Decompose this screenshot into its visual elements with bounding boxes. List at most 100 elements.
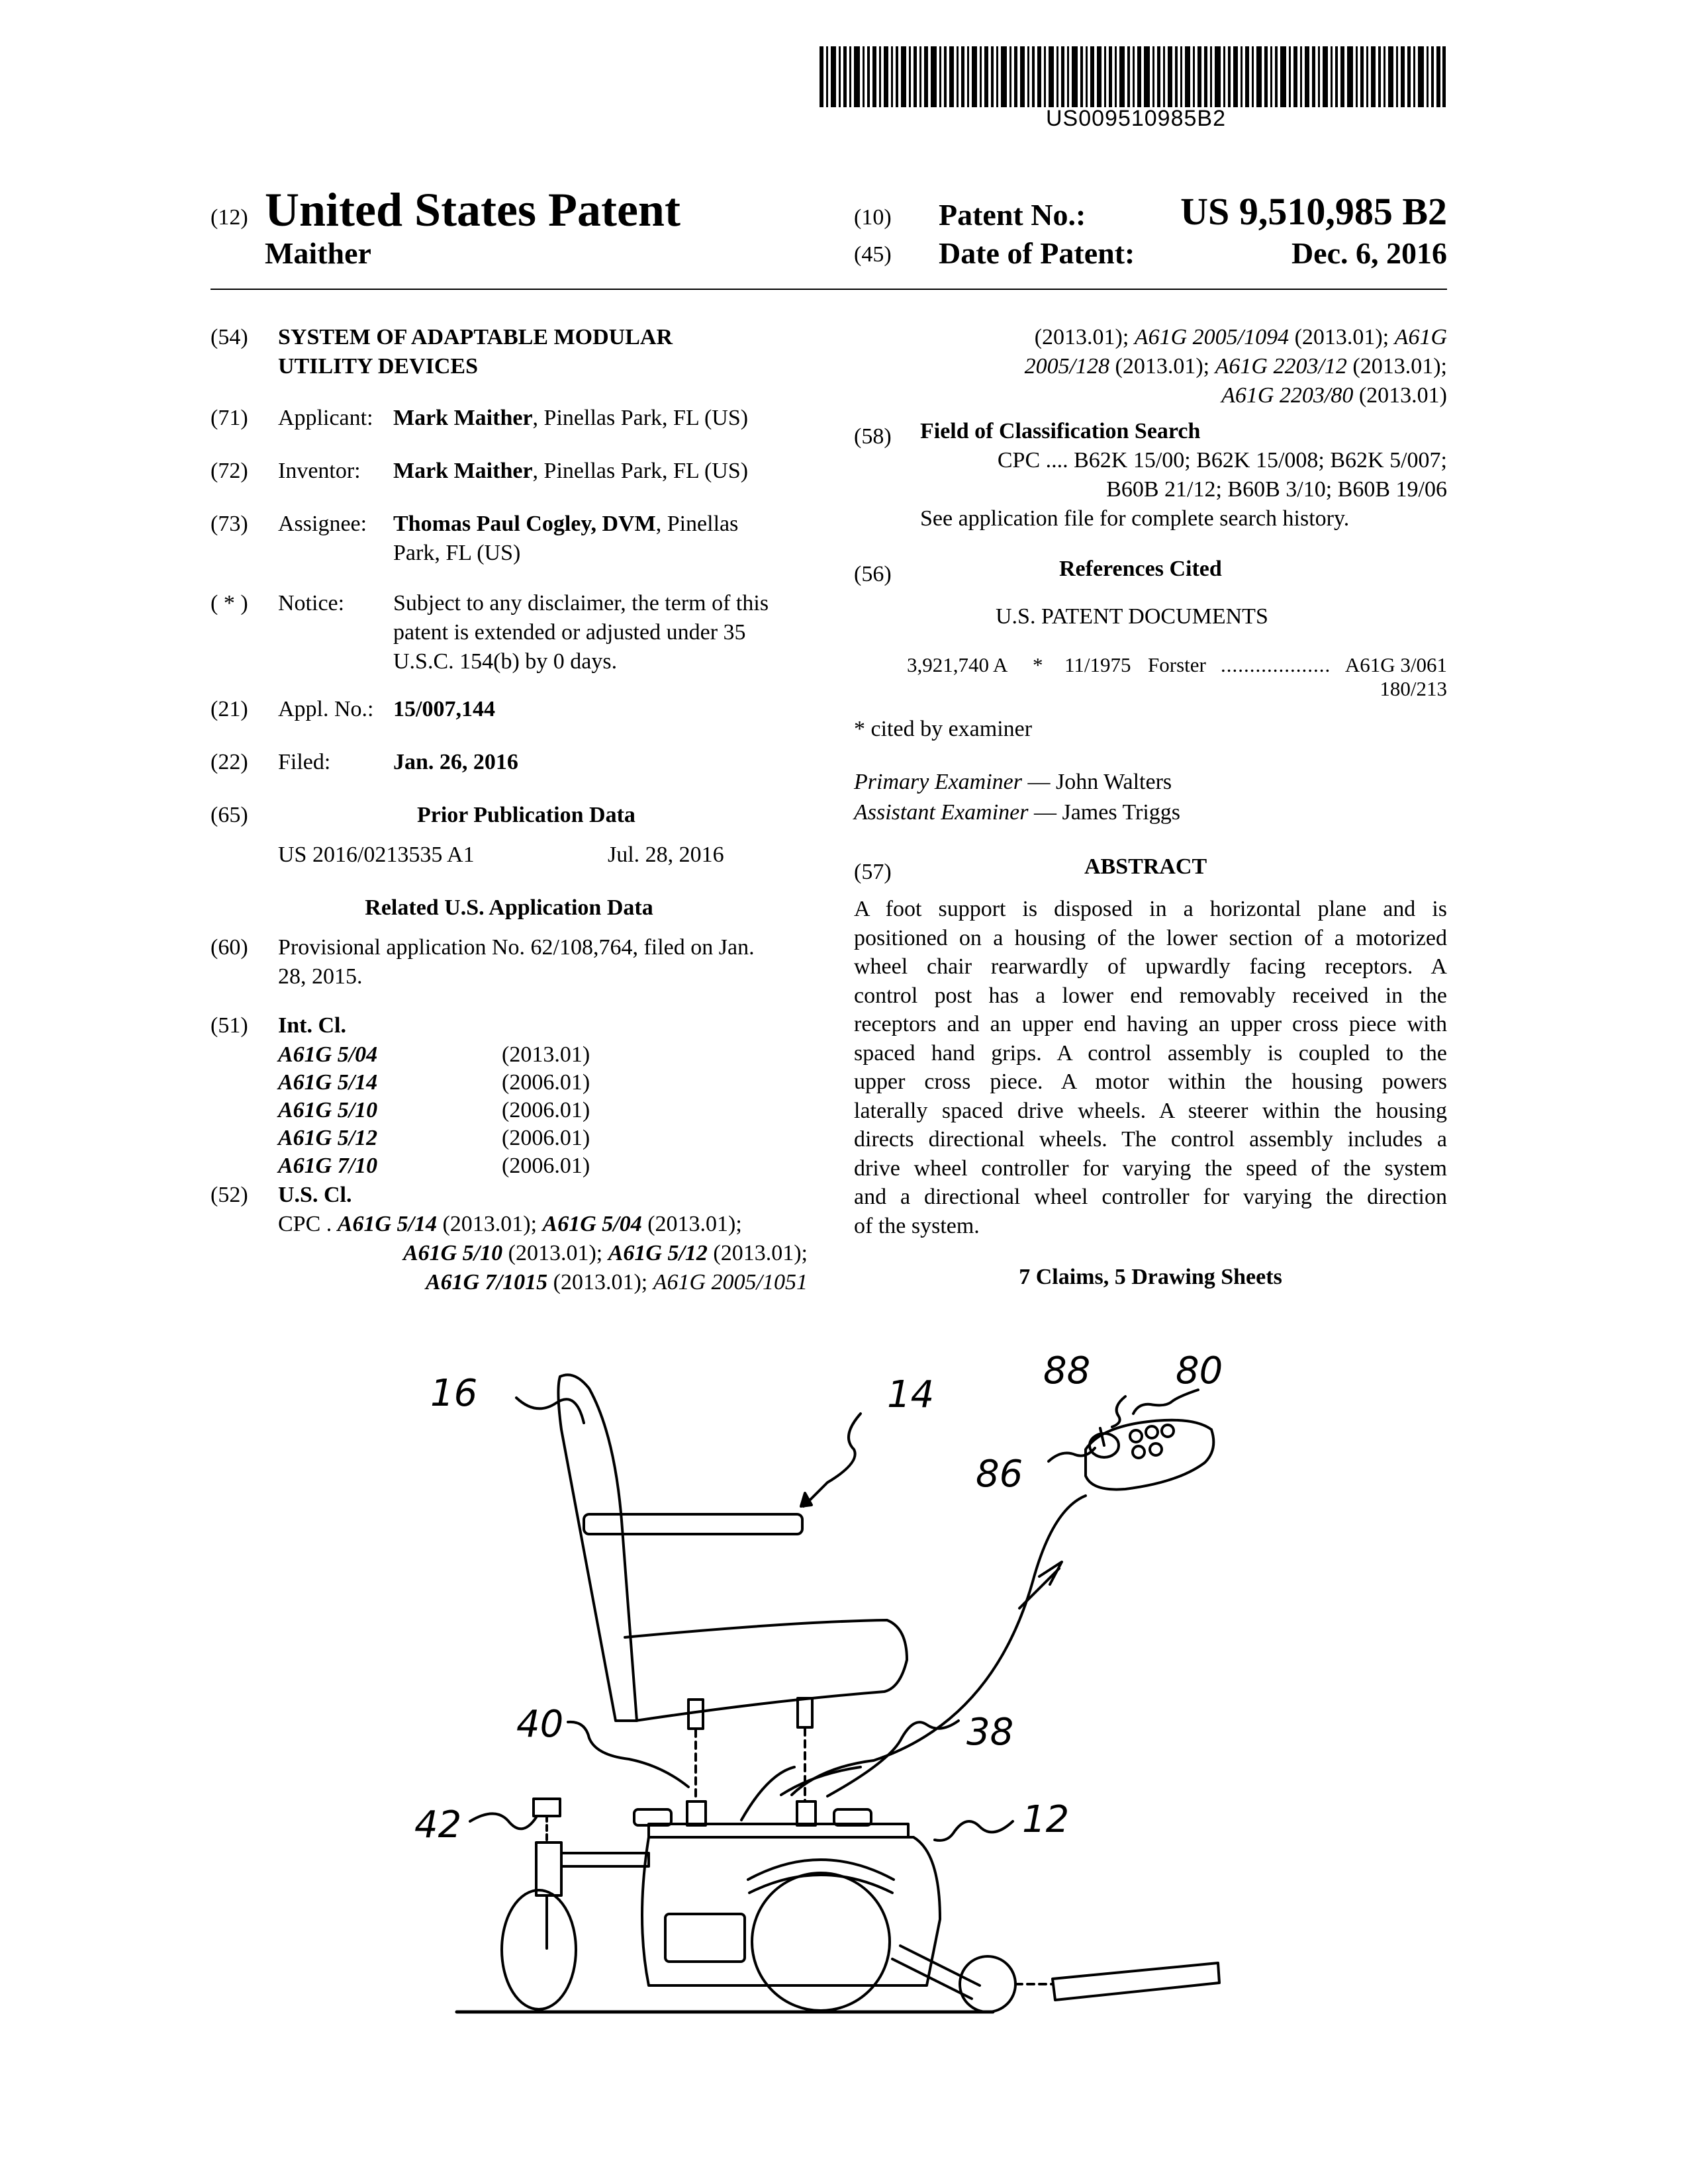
cpc-version: (2013.01); bbox=[437, 1212, 543, 1236]
cont-line3: A61G 2203/80 (2013.01) bbox=[1221, 381, 1447, 410]
inventor-value: Mark Maither, Pinellas Park, FL (US) bbox=[393, 457, 748, 486]
cont-line1: (2013.01); A61G 2005/1094 (2013.01); A61… bbox=[1035, 323, 1447, 352]
int-cl-version: (2013.01) bbox=[502, 1040, 590, 1069]
housing-body bbox=[642, 1837, 940, 1985]
code-73: (73) bbox=[211, 510, 248, 539]
caster-post bbox=[536, 1843, 561, 1895]
lead-40 bbox=[568, 1722, 688, 1787]
claims-count: 7 Claims, 5 Drawing Sheets bbox=[854, 1263, 1447, 1292]
date-label: Date of Patent: bbox=[939, 236, 1135, 271]
int-cl-class: A61G 5/12 bbox=[278, 1124, 377, 1153]
assistant-examiner-name: — James Triggs bbox=[1028, 800, 1180, 825]
field-of-search-heading: Field of Classification Search bbox=[920, 417, 1200, 446]
inventor-surname: Maither bbox=[265, 236, 371, 271]
lead-38 bbox=[827, 1721, 959, 1796]
motor bbox=[665, 1914, 745, 1962]
cpc-class: A61G 2005/1094 bbox=[1135, 325, 1289, 349]
field-of-search-line3: See application file for complete search… bbox=[920, 504, 1349, 533]
applicant-label: Applicant: bbox=[278, 404, 373, 433]
appl-no-label: Appl. No.: bbox=[278, 695, 374, 724]
assignee-name: Thomas Paul Cogley, DVM bbox=[393, 512, 656, 536]
code-54: (54) bbox=[211, 323, 248, 352]
cpc-version: (2013.01); bbox=[1289, 325, 1395, 349]
int-cl-class: A61G 7/10 bbox=[278, 1152, 377, 1181]
document-title: United States Patent bbox=[265, 183, 680, 237]
patent-no: US 9,510,985 B2 bbox=[1125, 189, 1447, 234]
patent-no-label: Patent No.: bbox=[939, 197, 1086, 232]
ref-label-14: 14 bbox=[887, 1373, 934, 1416]
lead-14 bbox=[804, 1414, 861, 1506]
code-60: (60) bbox=[211, 933, 248, 962]
patent-date: Dec. 6, 2016 bbox=[1192, 236, 1447, 271]
cpc-version: (2013.01); bbox=[547, 1270, 653, 1295]
cpc-class: A61G 2203/12 bbox=[1215, 354, 1347, 379]
abstract-line: directs directional wheels. The control … bbox=[854, 1125, 1447, 1154]
us-cl-line3: A61G 7/1015 (2013.01); A61G 2005/1051 bbox=[426, 1268, 808, 1297]
cpc-class: A61G 5/14 bbox=[338, 1212, 437, 1236]
abstract-line: upper cross piece. A motor within the ho… bbox=[854, 1068, 1447, 1097]
applicant-value: Mark Maither, Pinellas Park, FL (US) bbox=[393, 404, 748, 433]
cpc-version: (2013.01); bbox=[1109, 354, 1215, 379]
cpc-version: (2013.01) bbox=[1353, 383, 1447, 408]
reference-dots: ................... bbox=[1221, 653, 1331, 678]
armrest bbox=[584, 1514, 802, 1534]
code-45: (45) bbox=[854, 242, 892, 267]
inventor-location: , Pinellas Park, FL (US) bbox=[533, 459, 749, 483]
cpc-class: A61G 5/04 bbox=[543, 1212, 642, 1236]
fender bbox=[748, 1860, 894, 1880]
notice-line2: patent is extended or adjusted under 35 bbox=[393, 618, 746, 647]
title-line1: SYSTEM OF ADAPTABLE MODULAR bbox=[278, 323, 673, 352]
reference-row: 3,921,740 A * 11/1975 Forster ..........… bbox=[854, 653, 1447, 705]
int-cl-version: (2006.01) bbox=[502, 1124, 590, 1153]
cpc-class: A61G 2005/1051 bbox=[653, 1270, 808, 1295]
anti-tip-wheel bbox=[960, 1956, 1015, 2012]
notice-line3: U.S.C. 154(b) by 0 days. bbox=[393, 647, 617, 676]
code-22: (22) bbox=[211, 748, 248, 777]
prior-pub-heading: Prior Publication Data bbox=[417, 801, 635, 830]
abstract-heading-row: (57) ABSTRACT bbox=[854, 852, 1447, 882]
header-rule bbox=[211, 289, 1447, 290]
reference-star: * bbox=[1033, 653, 1043, 678]
cpc-version: (2013.01); bbox=[502, 1241, 608, 1265]
abstract-line: drive wheel controller for varying the s… bbox=[854, 1154, 1447, 1183]
primary-examiner-name: — John Walters bbox=[1022, 770, 1172, 794]
code-52: (52) bbox=[211, 1181, 248, 1210]
ref-label-86: 86 bbox=[976, 1453, 1023, 1496]
ref-label-80: 80 bbox=[1176, 1350, 1223, 1392]
code-57: (57) bbox=[854, 858, 892, 887]
provisional-line1: Provisional application No. 62/108,764, … bbox=[278, 933, 755, 962]
receptor bbox=[687, 1801, 706, 1825]
reference-number: 3,921,740 A bbox=[907, 653, 1008, 678]
code-72: (72) bbox=[211, 457, 248, 486]
inventor-name: Mark Maither bbox=[393, 459, 533, 483]
cont-line2: 2005/128 (2013.01); A61G 2203/12 (2013.0… bbox=[1025, 352, 1447, 381]
title-line2: UTILITY DEVICES bbox=[278, 352, 478, 381]
primary-examiner: Primary Examiner — John Walters bbox=[854, 768, 1172, 797]
lead-80 bbox=[1133, 1390, 1198, 1414]
ref-label-88: 88 bbox=[1043, 1350, 1090, 1392]
assistant-examiner-label: Assistant Examiner bbox=[854, 800, 1028, 825]
assistant-examiner: Assistant Examiner — James Triggs bbox=[854, 798, 1180, 827]
code-58: (58) bbox=[854, 422, 892, 451]
notice-label: Notice: bbox=[278, 589, 344, 618]
abstract-line: wheel chair rearwardly of upwardly facin… bbox=[854, 952, 1447, 981]
us-cl-line1: CPC . A61G 5/14 (2013.01); A61G 5/04 (20… bbox=[278, 1210, 742, 1239]
prior-pub-date: Jul. 28, 2016 bbox=[608, 841, 724, 870]
us-cl-label: U.S. Cl. bbox=[278, 1181, 352, 1210]
cpc-class: A61G bbox=[1395, 325, 1447, 349]
seat-back bbox=[558, 1375, 637, 1721]
code-65: (65) bbox=[211, 801, 248, 830]
code-21: (21) bbox=[211, 695, 248, 724]
abstract-heading: ABSTRACT bbox=[1084, 852, 1207, 882]
code-51: (51) bbox=[211, 1011, 248, 1040]
abstract-line: receptors and an upper end having an upp… bbox=[854, 1010, 1447, 1039]
abstract-line: and a directional wheel controller for v… bbox=[854, 1183, 1447, 1212]
provisional-line2: 28, 2015. bbox=[278, 962, 363, 991]
abstract-line: laterally spaced drive wheels. A steerer… bbox=[854, 1097, 1447, 1126]
appl-no-value: 15/007,144 bbox=[393, 695, 495, 724]
code-12: (12) bbox=[211, 205, 248, 230]
abstract-line: control post has a lower end removably r… bbox=[854, 981, 1447, 1011]
filed-label: Filed: bbox=[278, 748, 330, 777]
ref-label-38: 38 bbox=[966, 1711, 1013, 1754]
code-10: (10) bbox=[854, 205, 892, 230]
